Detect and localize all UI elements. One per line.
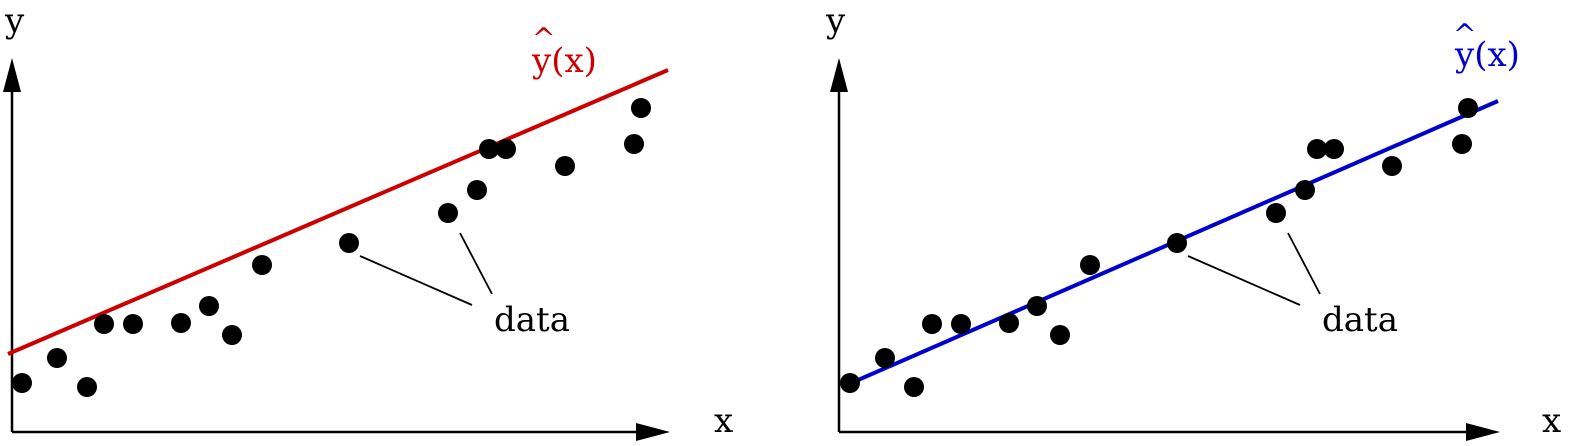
- data-point: [12, 373, 32, 393]
- data-point: [840, 373, 860, 393]
- data-point: [1295, 180, 1315, 200]
- data-points: [12, 98, 651, 397]
- data-annotation: data: [1322, 300, 1398, 340]
- data-point: [1458, 98, 1478, 118]
- fit-hat: ^: [1453, 18, 1476, 51]
- data-point: [171, 313, 191, 333]
- data-point: [631, 98, 651, 118]
- data-leader-line: [1187, 255, 1301, 306]
- data-annotation: data: [494, 300, 570, 340]
- fit-hat: ^: [532, 22, 555, 55]
- data-point: [47, 348, 67, 368]
- fit-line: [7, 68, 669, 356]
- data-point: [123, 314, 143, 334]
- data-point: [624, 134, 644, 154]
- data-point: [951, 314, 971, 334]
- data-point: [999, 313, 1019, 333]
- data-point: [199, 296, 219, 316]
- y-axis-label: y: [825, 1, 846, 41]
- data-point: [922, 314, 942, 334]
- data-leader-line: [1287, 232, 1321, 295]
- fit-label: y(x): [531, 41, 597, 81]
- data-point: [875, 348, 895, 368]
- data-point: [1027, 296, 1047, 316]
- x-axis-label: x: [714, 401, 733, 441]
- data-point: [94, 314, 114, 334]
- data-point: [1050, 325, 1070, 345]
- data-point: [496, 139, 516, 159]
- data-point: [1307, 139, 1327, 159]
- data-points: [840, 98, 1478, 397]
- fit-label: y(x): [1454, 35, 1520, 75]
- data-point: [1452, 134, 1472, 154]
- data-point: [222, 325, 242, 345]
- data-point: [555, 156, 575, 176]
- data-point: [1266, 203, 1286, 223]
- x-axis-label: x: [1542, 401, 1561, 441]
- data-point: [1324, 139, 1344, 159]
- y-axis-arrow-icon: [830, 58, 848, 92]
- data-point: [1080, 255, 1100, 275]
- data-point: [438, 203, 458, 223]
- data-point: [904, 377, 924, 397]
- data-point: [479, 139, 499, 159]
- panel-left: y x ^ y(x) data: [3, 1, 733, 441]
- panel-right: y x ^ y(x) data: [825, 1, 1561, 441]
- y-axis-label: y: [4, 1, 25, 41]
- data-leader-line: [359, 255, 473, 306]
- data-leader-line: [459, 232, 493, 295]
- data-point: [467, 180, 487, 200]
- data-point: [1167, 233, 1187, 253]
- data-point: [252, 255, 272, 275]
- data-point: [339, 233, 359, 253]
- data-point: [1382, 156, 1402, 176]
- y-axis-arrow-icon: [3, 58, 21, 92]
- data-point: [77, 377, 97, 397]
- x-axis-arrow-icon: [1466, 423, 1500, 441]
- x-axis-arrow-icon: [636, 423, 670, 441]
